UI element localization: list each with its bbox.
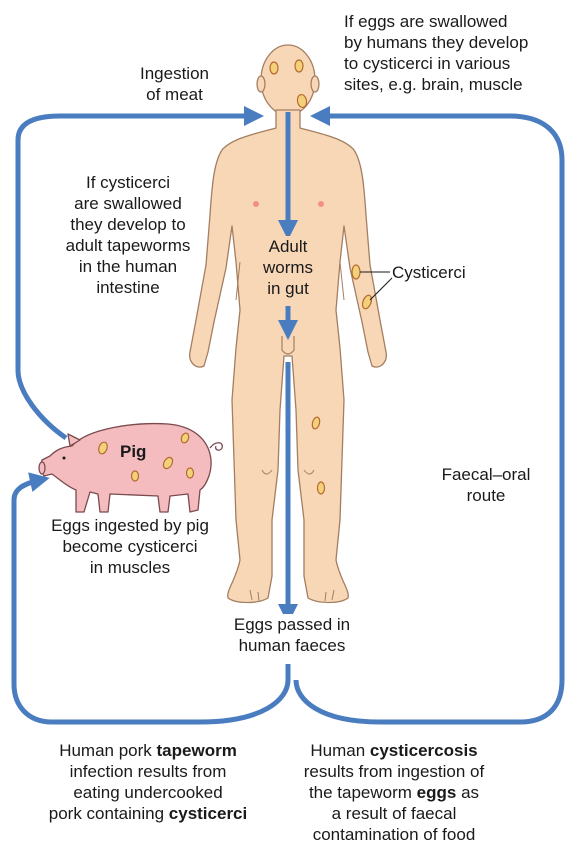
label-tapeworm-line-1: Human pork tapeworm: [16, 740, 280, 761]
label-cysticerci-swallowed-line: If cysticerci: [44, 172, 212, 193]
label-ingestion-of-meat: Ingestion of meat: [140, 63, 209, 105]
label-cysticerci: Cysticerci: [392, 262, 466, 283]
label-tapeworm-line-4: pork containing cysticerci: [16, 803, 280, 824]
label-eggs-swallowed-line: by humans they develop: [344, 32, 528, 53]
label-cysticerci-swallowed: If cysticerci are swallowed they develop…: [44, 172, 212, 298]
label-eggs-passed-line: Eggs passed in: [212, 614, 372, 635]
label-pig-text: Pig: [120, 442, 146, 461]
label-cysticercosis-line-4: a result of faecal: [276, 803, 512, 824]
label-adult-worms-line: in gut: [250, 278, 326, 299]
label-eggs-ingested-line: become cysticerci: [32, 536, 228, 557]
label-eggs-swallowed-line: to cysticerci in various: [344, 53, 528, 74]
label-cysticercosis-line-3: the tapeworm eggs as: [276, 782, 512, 803]
label-tapeworm-line-3: eating undercooked: [16, 782, 280, 803]
label-adult-worms: Adult worms in gut: [250, 236, 326, 299]
label-eggs-ingested-line: in muscles: [32, 557, 228, 578]
label-pig: Pig: [120, 441, 146, 462]
label-cysticercosis-line-5: contamination of food: [276, 824, 512, 845]
label-faecal-oral-line: route: [436, 485, 536, 506]
label-cysticerci-swallowed-line: intestine: [44, 277, 212, 298]
label-ingestion-line: of meat: [140, 84, 209, 105]
label-eggs-passed: Eggs passed in human faeces: [212, 614, 372, 656]
label-tapeworm-line-2: infection results from: [16, 761, 280, 782]
label-faecal-oral-line: Faecal–oral: [436, 464, 536, 485]
label-eggs-ingested-by-pig: Eggs ingested by pig become cysticerci i…: [32, 515, 228, 578]
label-cysticerci-text: Cysticerci: [392, 263, 466, 282]
label-cysticercosis: Human cysticercosis results from ingesti…: [276, 740, 512, 845]
label-eggs-swallowed-line: If eggs are swallowed: [344, 11, 528, 32]
label-cysticercosis-line-2: results from ingestion of: [276, 761, 512, 782]
label-cysticerci-swallowed-line: are swallowed: [44, 193, 212, 214]
label-cysticerci-swallowed-line: adult tapeworms: [44, 235, 212, 256]
label-adult-worms-line: Adult: [250, 236, 326, 257]
label-eggs-ingested-line: Eggs ingested by pig: [32, 515, 228, 536]
label-eggs-swallowed: If eggs are swallowed by humans they dev…: [344, 11, 528, 95]
genitals: [282, 336, 294, 354]
left-nipple: [253, 201, 259, 207]
label-adult-worms-line: worms: [250, 257, 326, 278]
label-cysticerci-swallowed-line: in the human: [44, 256, 212, 277]
label-eggs-passed-line: human faeces: [212, 635, 372, 656]
label-tapeworm-infection: Human pork tapeworm infection results fr…: [16, 740, 280, 824]
label-cysticerci-swallowed-line: they develop to: [44, 214, 212, 235]
label-eggs-swallowed-line: sites, e.g. brain, muscle: [344, 74, 528, 95]
label-cysticercosis-line-1: Human cysticercosis: [276, 740, 512, 761]
label-faecal-oral-route: Faecal–oral route: [436, 464, 536, 506]
right-nipple: [318, 201, 324, 207]
label-ingestion-line: Ingestion: [140, 63, 209, 84]
